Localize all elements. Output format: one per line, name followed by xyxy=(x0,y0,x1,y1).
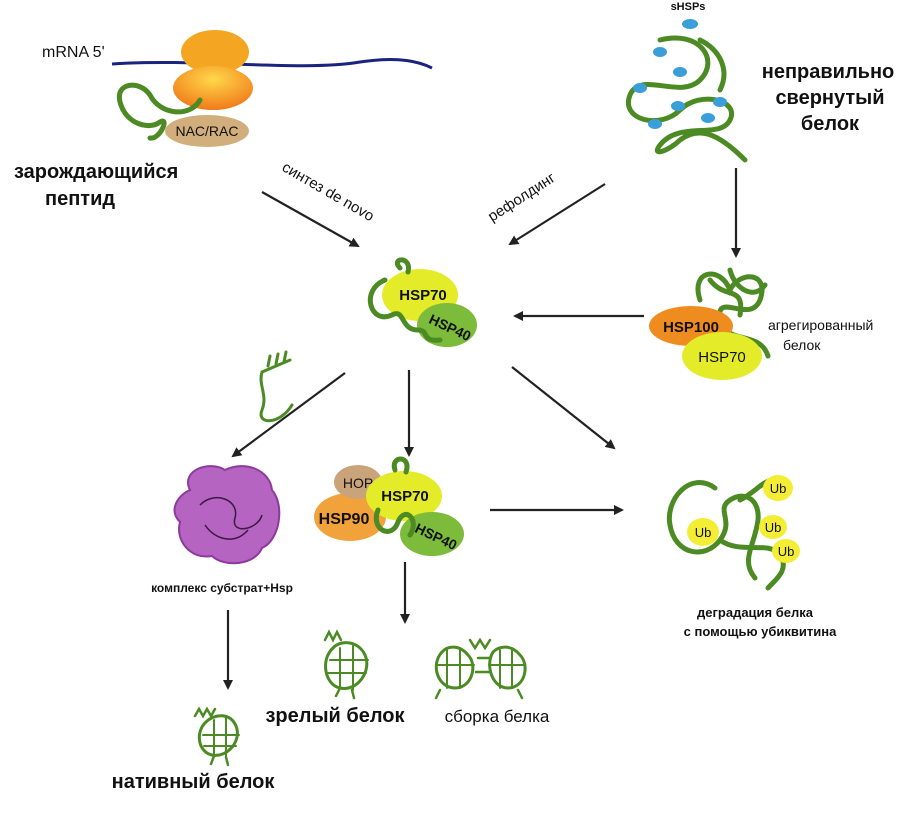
mature-protein-label: зрелый белок xyxy=(265,705,405,727)
ubiquitin-group: Ub Ub Ub Ub деградация белка с помощью у… xyxy=(666,475,837,639)
nascent-peptide-label-2: пептид xyxy=(45,188,115,210)
hsp90-label: HSP90 xyxy=(319,511,370,528)
misfolded-label-3: белок xyxy=(801,113,860,135)
shsp-dot xyxy=(713,97,727,107)
hsp40-lower-blob xyxy=(400,512,464,556)
protein-assembly-label: сборка белка xyxy=(445,707,550,726)
misfolded-label-2: свернутый xyxy=(775,87,884,109)
nac-rac-label: NAC/RAC xyxy=(175,123,238,139)
shsps-label: sHSPs xyxy=(671,1,706,13)
ribosome-group: NAC/RAC mRNA 5' зарождающийся пептид xyxy=(14,30,433,210)
misfolded-label-1: неправильно xyxy=(762,61,895,83)
center-chain xyxy=(367,257,443,343)
aggregated-group: HSP100 HSP70 агрегированный белок xyxy=(649,267,873,380)
arrow-refolding xyxy=(508,183,606,246)
hsp70-hsp40-complex: HSP70 HSP40 xyxy=(367,257,477,347)
mature-protein-icon xyxy=(323,629,369,700)
hsp70-lower-label: HSP70 xyxy=(381,488,429,505)
degradation-label-1: деградация белка xyxy=(697,605,814,620)
shsp-dot xyxy=(653,47,667,57)
nascent-peptide-chain xyxy=(116,82,203,141)
substrate-complex-blob xyxy=(173,465,281,565)
hsp90-complex: HOP HSP70 HSP90 HSP40 xyxy=(314,456,464,556)
protein-assembly-icon xyxy=(434,637,527,700)
mrna-strand xyxy=(111,58,433,70)
arrow-de-novo xyxy=(261,191,360,247)
refolding-label: рефолдинг xyxy=(485,169,559,225)
shsp-dot xyxy=(671,101,685,111)
hsp40-center-blob xyxy=(417,303,477,347)
ubiquitin-tag xyxy=(772,539,800,563)
native-protein-icon xyxy=(193,706,240,767)
arrows xyxy=(223,168,741,690)
ubiquitin-tag xyxy=(759,515,787,539)
hsp70-center-label: HSP70 xyxy=(399,287,447,304)
misfolded-group: sHSPs неправильно свернутый белок xyxy=(625,1,895,163)
native-protein-label: нативный белок xyxy=(112,771,276,793)
hsp90-blob xyxy=(314,493,386,541)
shsp-dot xyxy=(648,119,662,129)
arrow-to-degradation-upper xyxy=(511,366,616,450)
substrate-complex-group: комплекс субстрат+Hsp xyxy=(151,465,293,595)
ub-label: Ub xyxy=(770,481,787,496)
shsp-marker xyxy=(682,19,698,29)
ribosome-large-subunit xyxy=(173,66,253,110)
nac-rac-complex xyxy=(165,115,249,147)
de-novo-label: синтез de novo xyxy=(279,159,377,225)
ub-label: Ub xyxy=(778,544,795,559)
substrate-complex-label: комплекс субстрат+Hsp xyxy=(151,581,293,595)
shsp-dot xyxy=(673,67,687,77)
mrna-label: mRNA 5' xyxy=(42,44,105,61)
ub-label: Ub xyxy=(765,520,782,535)
hsp70-aggregate-label: HSP70 xyxy=(698,349,746,366)
hsp70-lower-blob xyxy=(366,471,442,521)
degradation-label-2: с помощью убиквитина xyxy=(684,624,837,639)
free-peptide-chain xyxy=(259,350,294,423)
ub-label: Ub xyxy=(695,525,712,540)
ubiquitin-tag xyxy=(763,475,793,501)
ubiquitin-tag xyxy=(687,518,719,546)
shsp-dot xyxy=(633,83,647,93)
hop-label: HOP xyxy=(343,475,373,491)
hsp90-complex-chain xyxy=(373,456,416,538)
ribosome-small-subunit xyxy=(181,30,249,74)
nascent-peptide-label-1: зарождающийся xyxy=(14,161,178,183)
substrate-inner-chain xyxy=(199,496,263,540)
hsp70-aggregate-blob xyxy=(682,332,762,380)
aggregated-label-1: агрегированный xyxy=(768,317,873,333)
arrow-to-substrate-complex xyxy=(231,372,346,458)
shsp-dot xyxy=(701,113,715,123)
aggregated-label-2: белок xyxy=(783,337,821,353)
misfolded-chain xyxy=(625,35,748,163)
hsp100-label: HSP100 xyxy=(663,319,719,336)
